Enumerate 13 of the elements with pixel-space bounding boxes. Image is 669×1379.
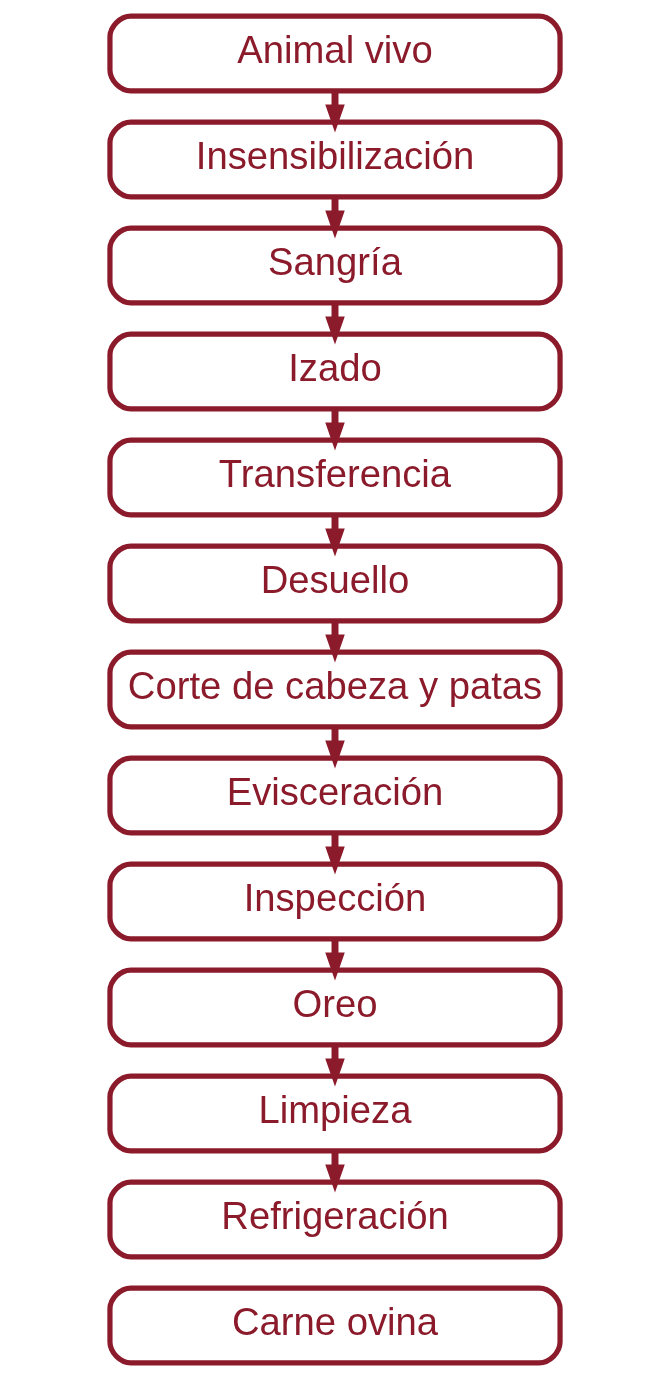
node-box: Refrigeración [106,1179,563,1260]
node-box: Insensibilización [106,119,563,200]
node-box: Corte de cabeza y patas [106,649,563,730]
node-box: Evisceración [106,755,563,836]
node-box: Transferencia [106,437,563,518]
node-box: Carne ovina [106,1285,563,1366]
node-box: Inspección [106,861,563,942]
node-box: Sangría [106,225,563,306]
node-box: Oreo [106,967,563,1048]
node-box: Animal vivo [106,13,563,94]
node-box: Desuello [106,543,563,624]
node-box: Izado [106,331,563,412]
node-box: Limpieza [106,1073,563,1154]
